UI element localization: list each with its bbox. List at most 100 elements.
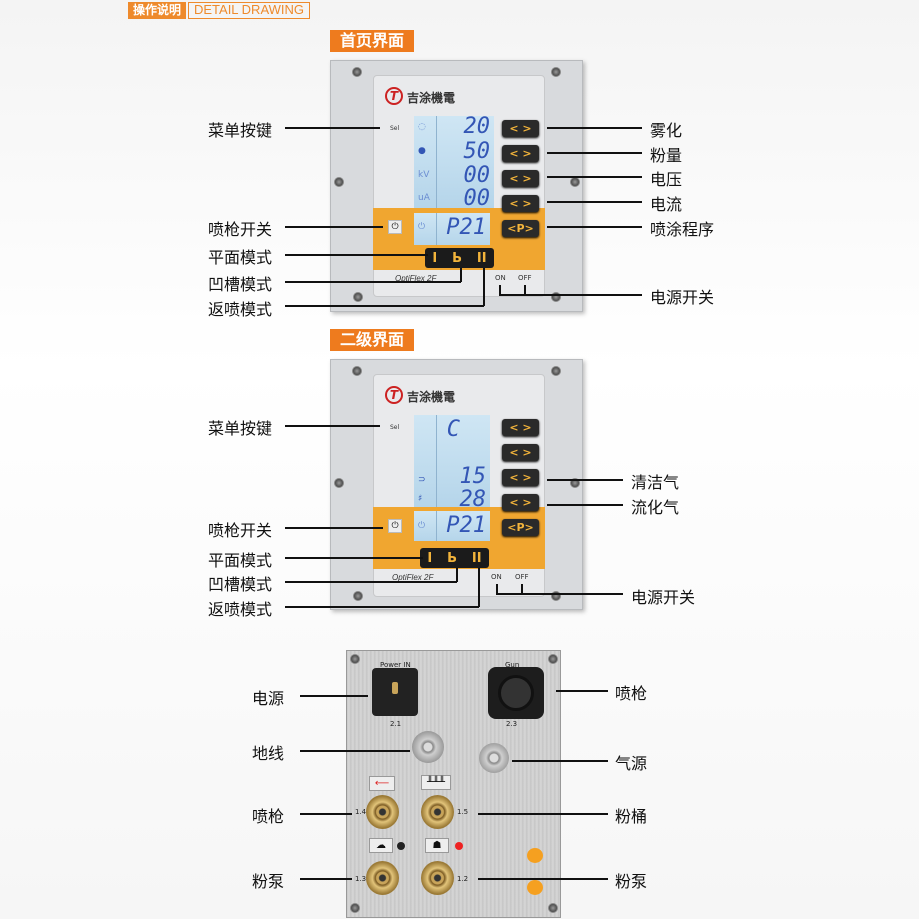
label-back-spray-mode: 返喷模式 [208,300,273,319]
powder-pump-port-1-3[interactable] [366,861,399,895]
screw-icon [551,591,561,601]
home-lcd-display [414,116,494,208]
flat-mode[interactable]: I [427,550,433,566]
port-1-2: 1.2 [457,875,469,883]
fluidize-air-adjust-button[interactable]: < > [502,494,539,511]
clean-air-adjust-button[interactable]: < > [502,469,539,486]
back-spray-mode[interactable]: II [476,250,487,266]
on-button[interactable]: ON [491,573,502,581]
atomize-icon: ◌ [418,122,426,132]
power-port-number: 2.1 [390,720,402,728]
clean-mode-value: C [446,417,460,442]
brand-logo: T [385,87,403,105]
sel-label: Sel [390,125,400,132]
voltage-adjust-button[interactable]: < > [502,170,539,187]
on-button[interactable]: ON [495,274,506,282]
screw-icon [570,177,580,187]
port-1-3: 1.3 [355,875,367,883]
brand-name: 吉涂機電 [407,390,456,404]
flat-mode[interactable]: I [432,250,438,266]
label-menu-key: 菜单按键 [208,419,273,438]
red-dot-indicator [455,842,463,850]
program-button[interactable]: <P> [502,519,539,536]
model-name: OptiFlex 2F [392,573,434,582]
gun-air-port[interactable] [366,795,399,829]
callout-line [547,504,623,506]
callout-line [512,760,608,762]
powder-icon: ● [418,146,426,156]
program-button[interactable]: <P> [502,220,539,237]
ground-terminal[interactable] [412,731,444,763]
callout-line [285,527,383,529]
label-groove-mode: 凹槽模式 [208,575,273,594]
callout-line [285,305,484,307]
clean-air-value: 15 [459,464,487,489]
callout-line [496,584,498,594]
port-1-4: 1.4 [355,808,367,816]
groove-mode[interactable]: Ь [452,250,463,266]
off-button[interactable]: OFF [515,573,529,581]
powder-value: 50 [463,139,491,164]
program-display [414,511,490,541]
callout-line [300,695,368,697]
callout-line [478,568,480,607]
label-power-switch: 电源开关 [650,288,715,307]
hopper-port[interactable] [421,795,454,829]
label-gun: 喷枪 [615,684,648,703]
brand-name: 吉涂機電 [407,91,456,105]
atomize-adjust-button[interactable]: < > [502,120,539,137]
current-adjust-button[interactable]: < > [502,195,539,212]
gun-connector[interactable] [488,667,544,719]
mode-selector[interactable]: I Ь II [425,248,494,268]
gun-label: Gun [505,661,520,669]
groove-mode[interactable]: Ь [447,550,458,566]
label-air-source: 气源 [615,754,648,773]
gun-power-button[interactable]: ⏻ [388,220,402,234]
voltage-value: 00 [463,163,491,188]
home-section-title: 首页界面 [330,30,414,52]
header-title-cn: 操作说明 [128,2,186,19]
label-fluidize-air: 流化气 [631,498,680,517]
callout-line [285,226,383,228]
callout-line [499,294,642,296]
label-back-spray-mode: 返喷模式 [208,600,273,619]
screw-icon [350,903,360,913]
screw-icon [334,177,344,187]
callout-line [456,568,458,582]
gun-power-button[interactable]: ⏻ [388,519,402,533]
screw-icon [548,903,558,913]
screw-icon [350,654,360,664]
power-inlet-socket[interactable] [372,668,418,716]
program-icon: ⏻ [418,521,426,531]
hopper-fluidize-icon: ╨╨╨ [421,775,451,790]
callout-line [285,557,423,559]
fluidize-air-icon: ♯ [418,494,423,504]
port-1-5: 1.5 [457,808,469,816]
header-title-en: DETAIL DRAWING [188,2,310,19]
back-spray-mode[interactable]: II [471,550,482,566]
callout-line [521,584,523,594]
air-inlet-fitting[interactable] [479,743,509,773]
powder-pump-port-1-2[interactable] [421,861,454,895]
mode-selector[interactable]: I Ь II [420,548,489,568]
callout-line [300,813,352,815]
clean-air-icon: ⊃ [418,475,426,485]
powder-adjust-button[interactable]: < > [502,145,539,162]
off-button[interactable]: OFF [518,274,532,282]
callout-line [483,268,485,306]
callout-line [478,878,608,880]
label-atomize: 雾化 [650,121,683,140]
screw-icon [570,478,580,488]
fluidize-air-value: 28 [459,487,487,512]
screw-icon [352,366,362,376]
program-icon: ⏻ [418,222,426,232]
callout-line [547,152,642,154]
label-menu-key: 菜单按键 [208,121,273,140]
label-powder-pump-right: 粉泵 [615,872,648,891]
callout-line [547,176,642,178]
adjust-button-1[interactable]: < > [502,419,539,436]
pump-air-icon: ☁ [369,838,393,853]
gun-port-number: 2.3 [506,720,518,728]
atomize-value: 20 [463,114,491,139]
adjust-button-2[interactable]: < > [502,444,539,461]
